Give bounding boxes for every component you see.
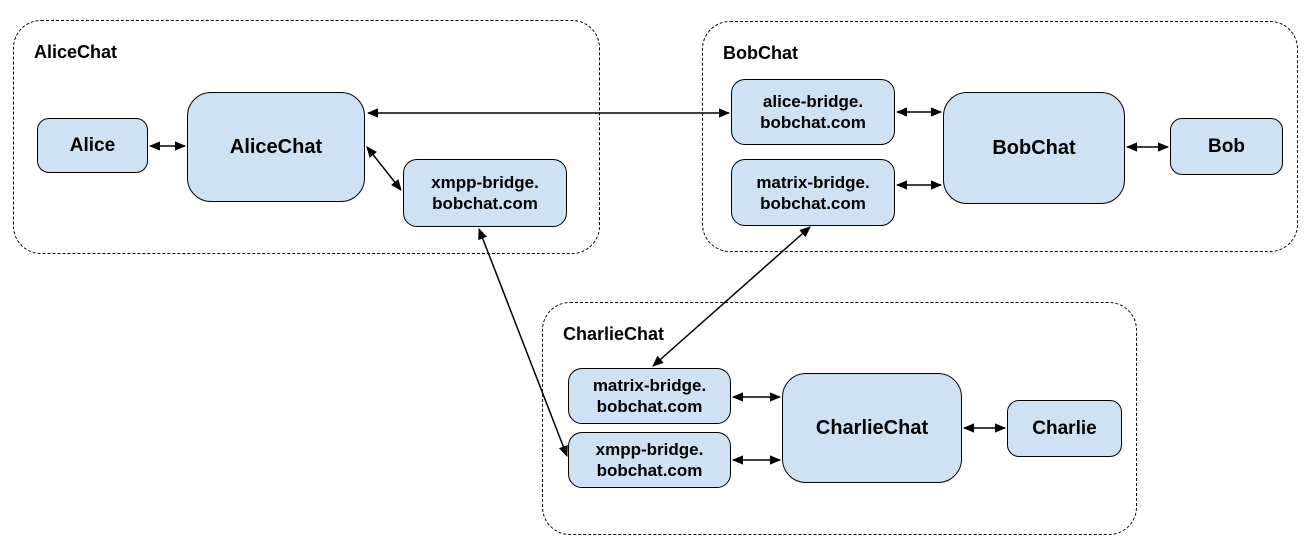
node-bob-matrix-bridge: matrix-bridge. bobchat.com: [731, 159, 895, 226]
node-bobchat-server: BobChat: [943, 92, 1125, 204]
group-alicechat: AliceChat: [13, 20, 600, 254]
group-charliechat-label: CharlieChat: [563, 324, 665, 344]
group-alicechat-label: AliceChat: [34, 42, 118, 62]
node-charlie-matrix-bridge-line2: bobchat.com: [596, 397, 703, 416]
node-charlie-user: Charlie: [1007, 400, 1122, 457]
node-bob-alice-bridge-line2: bobchat.com: [760, 113, 866, 132]
node-charliechat-server: CharlieChat: [782, 373, 962, 483]
node-charliechat-server-label: CharlieChat: [815, 416, 929, 439]
node-charlie-matrix-bridge-line1: matrix-bridge.: [592, 376, 707, 395]
group-bobchat-label: BobChat: [723, 43, 798, 63]
node-bob-matrix-bridge-line1: matrix-bridge.: [756, 172, 870, 192]
node-alicechat-server-label: AliceChat: [229, 135, 323, 158]
node-alice-user-label: Alice: [69, 134, 116, 156]
node-alice-xmpp-bridge-line2: bobchat.com: [432, 194, 538, 213]
node-bob-alice-bridge-line1: alice-bridge.: [762, 92, 864, 111]
node-bob-alice-bridge: alice-bridge. bobchat.com: [731, 79, 895, 145]
group-bobchat: BobChat: [702, 21, 1298, 252]
node-charlie-user-label: Charlie: [1032, 417, 1097, 439]
node-bob-matrix-bridge-line2: bobchat.com: [760, 193, 866, 213]
node-bob-user-label: Bob: [1208, 135, 1245, 157]
node-alice-user: Alice: [37, 118, 148, 173]
node-alice-xmpp-bridge: xmpp-bridge. bobchat.com: [403, 159, 567, 227]
node-charlie-xmpp-bridge: xmpp-bridge. bobchat.com: [568, 432, 731, 488]
node-alicechat-server: AliceChat: [187, 92, 365, 202]
node-bobchat-server-label: BobChat: [992, 136, 1076, 159]
node-charlie-xmpp-bridge-line2: bobchat.com: [596, 461, 703, 480]
node-bob-user: Bob: [1170, 118, 1283, 175]
node-charlie-xmpp-bridge-line1: xmpp-bridge.: [595, 440, 704, 459]
node-charlie-matrix-bridge: matrix-bridge. bobchat.com: [568, 368, 731, 424]
node-alice-xmpp-bridge-line1: xmpp-bridge.: [431, 173, 539, 192]
